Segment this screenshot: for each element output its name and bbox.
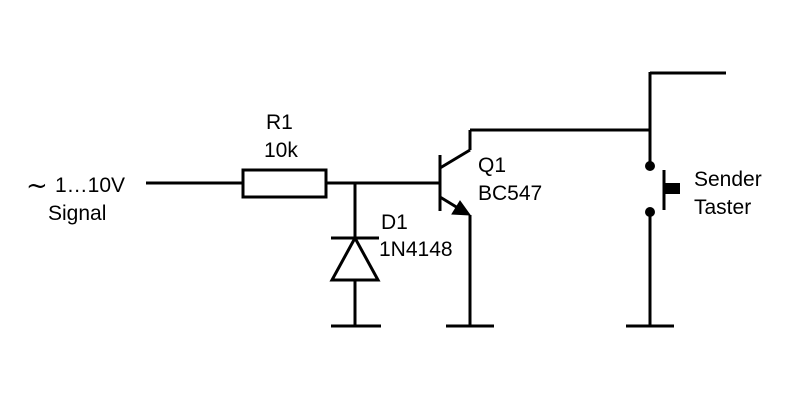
r1-ref-label: R1 [266,111,293,134]
q1-collector-lead [439,148,471,170]
r1-value-label: 10k [264,139,298,162]
q1-part-label: BC547 [478,182,542,205]
diode-d1-triangle [329,234,381,282]
input-ac-symbol: ~ [26,171,48,201]
switch-button-knob [664,183,680,194]
q1-emitter-arrow [451,200,472,216]
switch-contact-top [645,161,655,171]
d1-ref-label: D1 [381,211,408,234]
push-button-switch [626,161,680,328]
d1-part-label: 1N4148 [379,238,453,261]
switch-label-line1: Sender [694,168,762,191]
diode-d1 [329,234,381,328]
q1-emitter-lead [439,195,459,210]
resistor-r1 [241,168,328,199]
switch-label-line2: Taster [694,196,751,219]
input-signal-label: ~ 1…10V Signal [26,171,125,225]
transistor-q1 [438,130,494,328]
input-name-label: Signal [48,202,106,225]
input-voltage-label: 1…10V [55,174,125,197]
q1-ref-label: Q1 [478,154,506,177]
